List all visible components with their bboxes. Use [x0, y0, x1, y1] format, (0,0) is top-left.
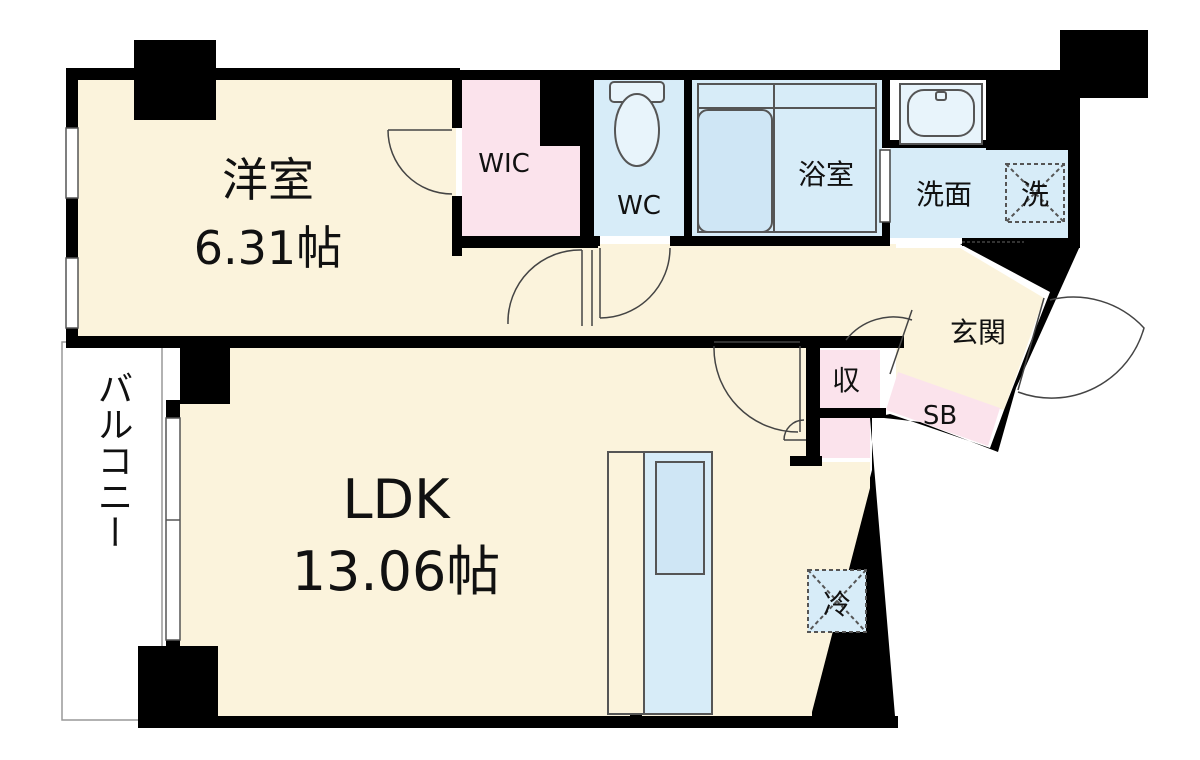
room-shoebox-name: SB: [923, 401, 957, 431]
kitchen-sink: [655, 461, 705, 575]
window-ldk-balcony: [165, 417, 181, 641]
door-entrance-swing: [1017, 296, 1145, 399]
wall-wc-bottom-left: [594, 236, 600, 246]
shoebox-floor-refill: [888, 376, 996, 440]
fridge-diag-2: [807, 569, 867, 633]
western-room-floor: [78, 80, 456, 336]
toilet-bowl: [614, 93, 660, 167]
door-storage-leaf: [889, 309, 913, 375]
washer-label: 洗: [1021, 178, 1049, 211]
windows: [65, 127, 181, 641]
window-west-1: [65, 127, 79, 199]
wall-wic-left-lower: [452, 196, 462, 248]
wall-top-right: [456, 70, 1080, 80]
wall-bath-right-low: [882, 222, 890, 246]
wall-washroom-right: [1068, 80, 1080, 248]
wall-wc-bottom-right: [670, 236, 688, 246]
wall-bath-right: [882, 80, 890, 148]
room-wic-name: WIC: [478, 149, 530, 179]
wall-bath-bottom: [692, 236, 888, 246]
wall-wic-left: [452, 80, 462, 128]
wall-storage-bottom: [806, 408, 886, 418]
wall-ldk-right-diagonal: [812, 238, 1080, 728]
wall-closet-left: [806, 416, 820, 464]
bathtub-basin: [697, 109, 773, 233]
door-wc-swing: [599, 247, 671, 319]
wall-wc-bath: [684, 80, 692, 246]
room-washroom-name: 洗面: [916, 178, 972, 211]
doors: [387, 129, 1145, 441]
wall-wic-right: [580, 80, 594, 248]
room-wc-name: WC: [617, 191, 661, 221]
door-closet-swing: [783, 419, 805, 441]
door-storage-swing: [845, 316, 913, 341]
wall-wic-notch: [540, 80, 584, 146]
door-ldk-swing: [713, 345, 799, 433]
entrance-floor-refill: [910, 252, 1040, 404]
wall-wic-bottom: [452, 236, 598, 248]
door-entrance-leaf: [1017, 297, 1045, 391]
room-western-name: 洋室: [222, 153, 314, 207]
fridge-label: 冷: [823, 588, 851, 621]
room-storage-name: 収: [832, 364, 860, 397]
room-ldk-name: LDK: [342, 468, 451, 531]
wall-hall-left: [452, 244, 462, 256]
basin-bowl: [907, 89, 975, 137]
wall-storage-left: [806, 340, 820, 410]
balcony-label: バルコニー: [92, 370, 133, 550]
closet-floor-refill: [822, 420, 868, 458]
column-right-pillar: [986, 80, 1080, 150]
wall-closet-stub: [790, 456, 822, 466]
window-west-2: [65, 257, 79, 329]
storage-floor-refill: [820, 350, 880, 406]
room-ldk-size: 13.06帖: [292, 540, 501, 603]
labels: 洋室 6.31帖 WIC WC 浴室 洗面 洗 玄関 収 SB LDK 13.0…: [92, 149, 1050, 621]
room-bath-name: 浴室: [798, 158, 854, 191]
basin-tap: [935, 91, 947, 101]
hallway-floor: [456, 244, 896, 336]
wall-ldk-bottom: [138, 716, 898, 728]
fixtures: [607, 81, 1065, 715]
column-ldk-top: [180, 348, 230, 404]
door-wic-swing: [387, 129, 453, 195]
wall-top-left: [66, 68, 460, 80]
washer-box: [1005, 163, 1065, 223]
room-entrance-name: 玄関: [950, 316, 1006, 349]
column-top-left: [134, 40, 216, 120]
door-bath-frame: [879, 149, 891, 223]
wall-western-ldk: [66, 336, 592, 348]
ldk-floor: [180, 348, 870, 716]
room-western-size: 6.31帖: [194, 221, 342, 275]
door-western-swing: [507, 249, 583, 325]
